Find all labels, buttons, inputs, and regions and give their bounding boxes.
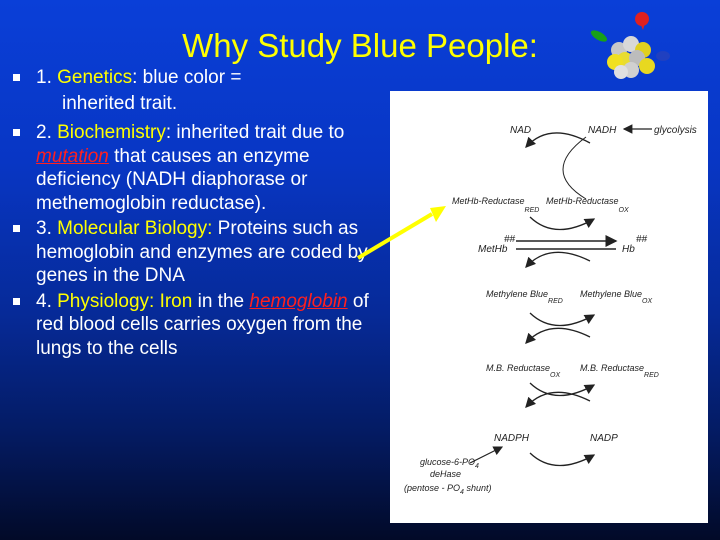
molecule-icon: [590, 12, 670, 79]
label-hash-left: ##: [504, 234, 516, 245]
bullet-text: : inherited trait due to: [165, 122, 345, 143]
bullet-text: : blue color =: [132, 67, 242, 88]
slide-title: Why Study Blue People:: [182, 27, 538, 64]
label-pentose-shunt: (pentose - PO4 shunt): [404, 483, 491, 496]
label-hash-right: ##: [636, 234, 648, 245]
label-dehase: deHase: [430, 469, 461, 479]
label-methylene-blue-ox: Methylene BlueOX: [580, 289, 652, 305]
label-nadph: NADPH: [494, 433, 530, 444]
bullet-number: 1.: [36, 67, 58, 88]
label-nad: NAD: [510, 125, 531, 136]
bullet-keyword: Iron: [159, 290, 193, 312]
label-glycolysis: glycolysis: [654, 125, 697, 136]
cycle-arc: [529, 452, 596, 467]
label-hb: Hb: [622, 244, 635, 255]
bullet-biochemistry: 2. Biochemistry: inherited trait due to …: [10, 121, 388, 215]
pathway-svg: NAD NADH glycolysis MetHb-ReductaseRED M…: [404, 124, 697, 496]
reduction-pathway-diagram: NAD NADH glycolysis MetHb-ReductaseRED M…: [390, 91, 708, 523]
cycle-arc: [525, 327, 591, 344]
cycle-arc: [525, 132, 591, 148]
bullet-text: of red blood cells carries oxygen from t…: [36, 290, 369, 359]
bullet-text: Proteins such as hemoglobin and enzymes …: [36, 218, 368, 286]
label-methb: MetHb: [478, 244, 508, 255]
bullet-list: 1. Genetics: blue color = inherited trai…: [10, 66, 388, 362]
cycle-arc: [529, 216, 596, 231]
label-nadp: NADP: [590, 433, 618, 444]
bullet-marker: [13, 225, 20, 232]
bullet-marker: [13, 74, 20, 81]
shunt-arrow: [469, 446, 504, 464]
bullet-genetics: 1. Genetics: blue color =: [10, 66, 388, 90]
bullet-text: in the: [192, 290, 250, 312]
cycle-arc: [525, 251, 591, 268]
label-mb-reductase-ox: M.B. ReductaseOX: [486, 363, 560, 379]
bullet-molecular-biology: 3. Molecular Biology: Proteins such as h…: [10, 217, 388, 288]
bullet-emphasis: hemoglobin: [249, 290, 348, 312]
label-g6p: glucose-6-PO4: [420, 457, 479, 470]
bullet-marker: [13, 129, 20, 136]
bullet-number: 2.: [36, 122, 58, 143]
bullet-physiology: 4. Physiology: Iron in the hemoglobin of…: [10, 290, 388, 361]
bullet-number: 4.: [36, 290, 58, 312]
bullet-heading: Molecular Biology:: [57, 218, 213, 239]
cycle-arc: [525, 391, 591, 408]
cycle-arc: [529, 312, 596, 327]
label-reductase-ox: MetHb-ReductaseOX: [546, 196, 629, 214]
cycle-arc: [562, 136, 587, 200]
bullet-number: 3.: [36, 218, 58, 239]
bullet-heading: Biochemistry: [57, 122, 166, 143]
bullet-heading: Genetics: [57, 67, 133, 88]
bullet-text: that causes an enzyme deficiency (NADH d…: [36, 145, 310, 214]
bullet-heading: Physiology:: [57, 290, 160, 312]
label-reductase-red: MetHb-ReductaseRED: [452, 196, 539, 214]
label-nadh: NADH: [588, 125, 617, 136]
bullet-marker: [13, 297, 20, 305]
bullet-emphasis: mutation: [36, 145, 109, 167]
label-methylene-blue-red: Methylene BlueRED: [486, 289, 563, 305]
cycle-arc: [529, 382, 596, 397]
label-mb-reductase-red: M.B. ReductaseRED: [580, 363, 659, 379]
bullet-continuation: inherited trait.: [62, 92, 178, 114]
